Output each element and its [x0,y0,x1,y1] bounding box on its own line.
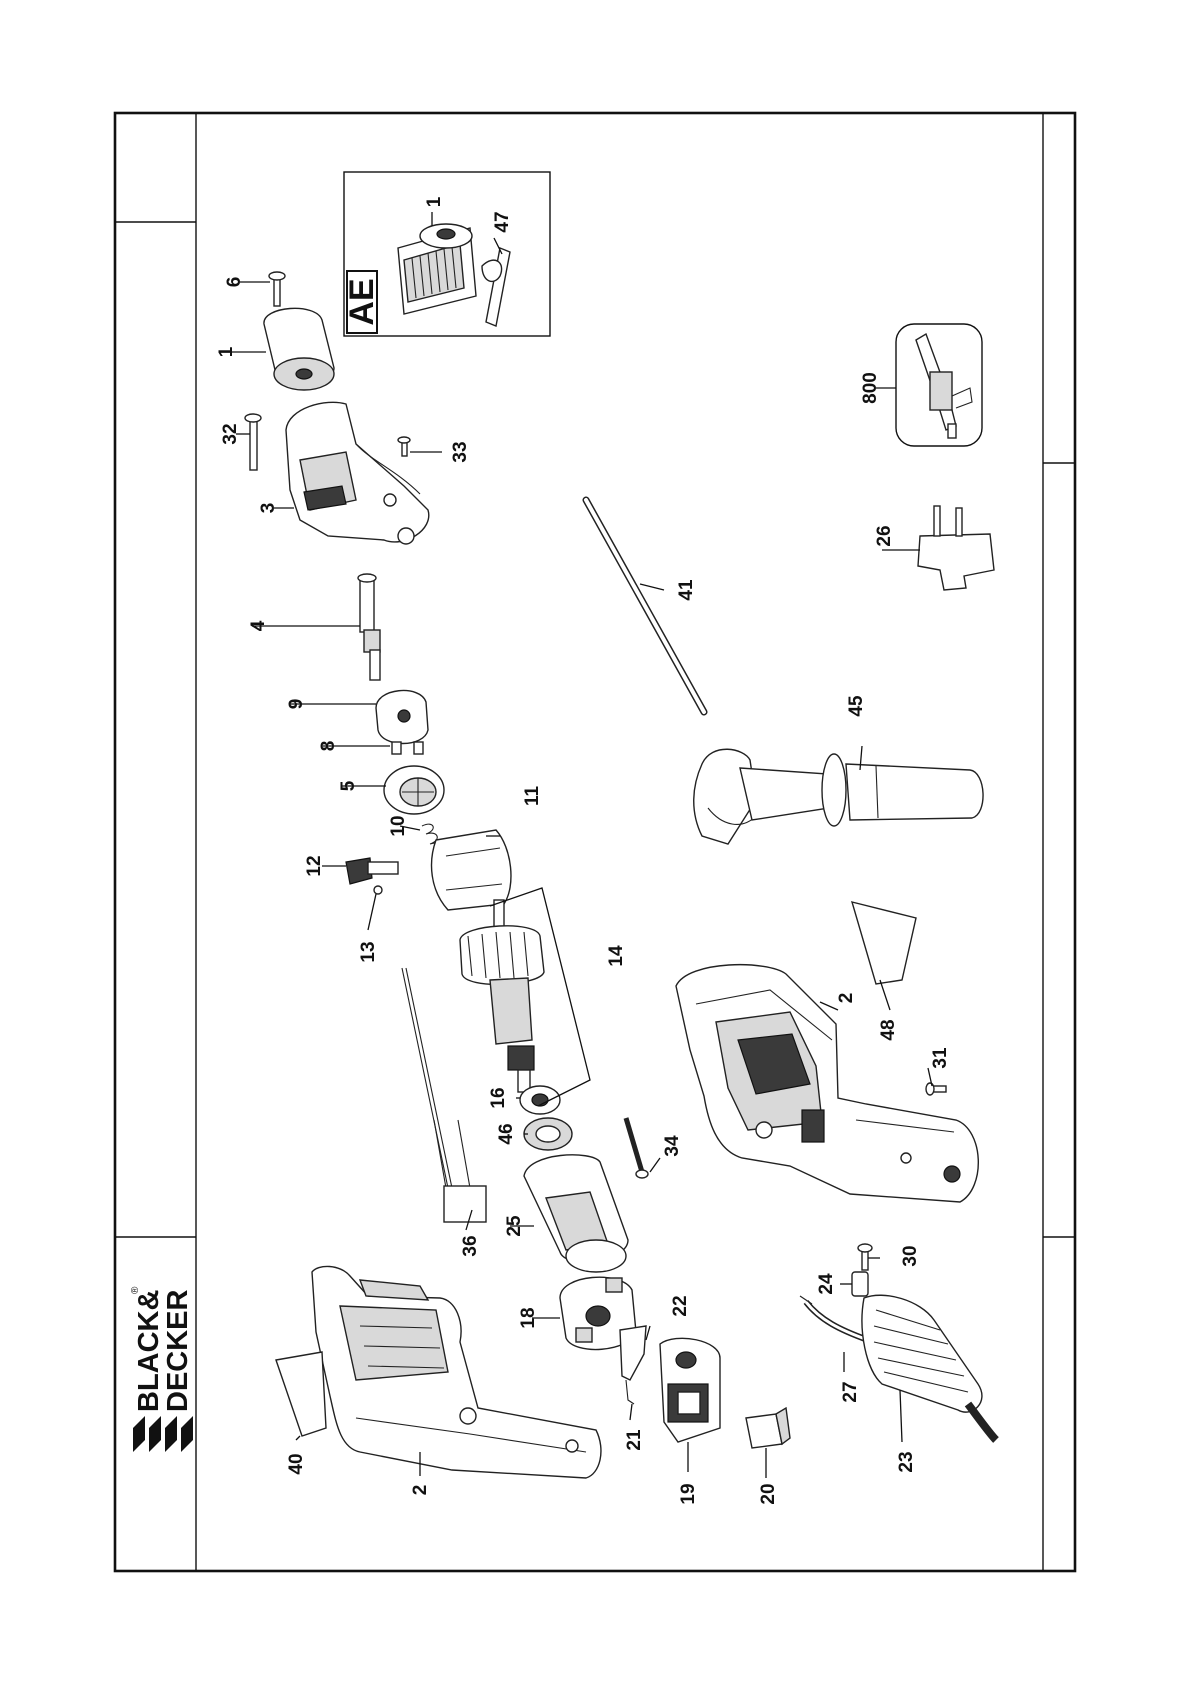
part-drawing-4-spindle [357,573,381,681]
inset-ae: AE [343,171,551,337]
part-drawing-25-stator [523,1154,629,1273]
callout-23: 23 [896,1451,917,1472]
part-drawing-22-lever [619,1325,647,1381]
callout-31: 31 [930,1047,951,1069]
callout-18: 18 [518,1307,539,1328]
callout-34: 34 [662,1135,683,1157]
part-drawing-46-bearing-sleeve [523,1117,573,1151]
brand-line-1: BLACK& [133,1290,165,1412]
part-drawing-36-suppressor [401,967,487,1223]
part-drawing-11-baffle [430,829,512,911]
part-drawing-2-housing-left [311,1265,602,1479]
part-drawing-5-gear [383,765,445,815]
callout-30: 30 [900,1245,921,1266]
callout-20: 20 [758,1483,779,1504]
callout-46: 46 [496,1123,517,1144]
callout-33: 33 [450,441,471,462]
part-drawing-19-switch [659,1337,721,1443]
callout-5: 5 [338,780,359,791]
callout-8: 8 [318,741,339,752]
part-drawing-45-side-handle [693,748,984,845]
callout-47: 47 [492,211,513,232]
part-drawing-40-label [275,1351,327,1437]
part-drawing-800-accessory [895,323,983,447]
sheet-frame [113,111,1077,1573]
callout-2-right: 2 [836,993,857,1004]
part-drawing-20-clip [745,1406,791,1449]
callout-14: 14 [606,945,627,967]
callout-25: 25 [504,1215,525,1237]
part-drawing-27-cord [799,1295,870,1343]
callout-800: 800 [860,372,881,404]
part-drawing-9-clutch-plate [375,689,429,745]
part-drawing-8-pins [391,741,424,755]
callout-10: 10 [388,815,409,836]
callout-21: 21 [624,1429,645,1451]
callout-4: 4 [248,620,269,631]
keyless-chuck-drawing [397,223,477,315]
part-drawing-18-brush-holder [559,1276,637,1351]
part-drawing-1-chuck [263,307,335,391]
callout-27: 27 [840,1381,861,1402]
callout-36: 36 [460,1235,481,1256]
part-drawing-12-shift-knob [345,857,399,885]
part-drawing-2-housing-right [675,963,979,1203]
part-drawing-34-screw [623,1117,649,1179]
part-drawing-6-screw [268,271,286,307]
callout-22: 22 [670,1295,691,1316]
brand-registered-mark: ® [130,1286,141,1294]
part-drawing-26-plug [917,505,995,591]
callout-19: 19 [678,1483,699,1504]
callout-11: 11 [522,786,543,807]
callout-labels: 6 1 32 3 33 4 9 8 5 10 11 12 13 14 16 46… [216,196,951,1504]
part-drawing-48-label [850,901,917,985]
part-drawing-13-ball [373,885,383,895]
inset-ae-tag: AE [343,278,381,325]
callout-6: 6 [224,277,245,288]
part-drawing-30-screw [857,1243,873,1271]
part-drawing-41-depth-rod [582,496,708,716]
part-drawing-32-screw [244,413,262,471]
brand-logo: BLACK& DECKER ® [130,1286,194,1452]
callout-2-left: 2 [410,1485,431,1496]
callout-9: 9 [286,699,307,710]
bracket-14 [489,887,591,1107]
part-drawing-33-screw [397,436,411,457]
part-drawing-21-spring [625,1379,635,1405]
callout-41: 41 [676,579,697,601]
part-drawing-3-gear-case [285,401,430,545]
callout-3: 3 [258,503,279,514]
callout-12: 12 [304,855,325,876]
part-drawing-23-cord-protector [861,1294,999,1443]
callout-1-ae: 1 [424,196,445,207]
callout-13: 13 [358,941,379,962]
callout-32: 32 [220,423,241,444]
part-drawing-24-clamp [851,1271,869,1297]
callout-1: 1 [216,346,237,357]
callout-26: 26 [874,525,895,546]
brand-stripes-icon [133,1416,193,1452]
callout-48: 48 [878,1019,899,1040]
brand-line-2: DECKER [162,1289,194,1412]
callout-40: 40 [286,1453,307,1474]
callout-45: 45 [846,695,867,717]
part-drawing-16-bearing [519,1085,561,1115]
part-drawing-31-screw [925,1082,947,1096]
callout-16: 16 [488,1087,509,1108]
callout-24: 24 [816,1273,837,1295]
part-drawing-14-armature [459,899,545,1093]
leader-lines [232,281,933,1478]
chuck-key-drawing [481,247,511,327]
